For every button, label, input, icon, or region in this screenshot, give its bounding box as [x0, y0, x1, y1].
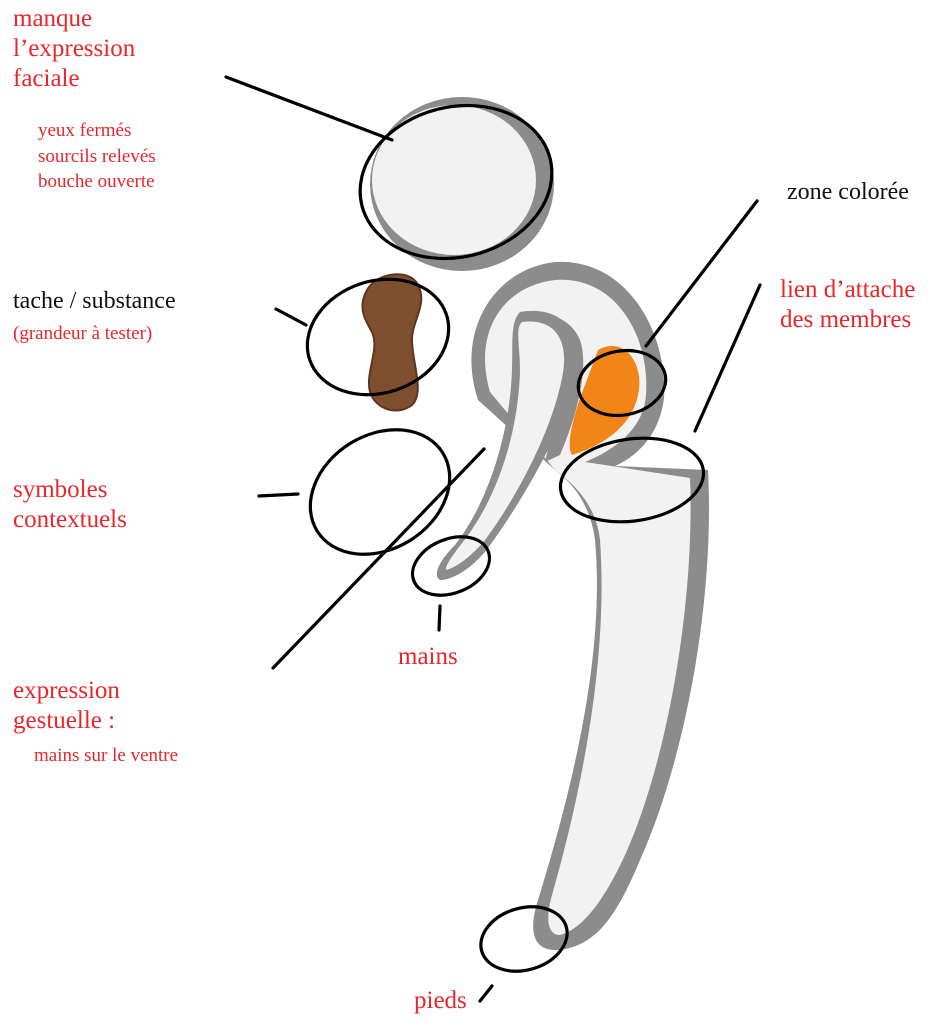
gesture-title: expression gestuelle :: [13, 676, 120, 736]
facial-expression-title: manque l’expression faciale: [13, 4, 135, 94]
gesture-title-line-1: expression: [13, 676, 120, 706]
feet-label: pieds: [414, 986, 467, 1016]
symbols-title-line-1: symboles: [13, 475, 127, 505]
symbols-marker-ellipse: [287, 404, 473, 579]
limb-link-title-line-2: des membres: [780, 305, 915, 335]
facial-title-line-1: manque: [13, 4, 135, 34]
limb-link-title-line-1: lien d’attache: [780, 275, 915, 305]
leader-line-symbols: [259, 494, 298, 496]
leader-line-stain: [276, 309, 306, 325]
facial-title-line-2: l’expression: [13, 34, 135, 64]
leader-line-hands: [439, 606, 440, 630]
symbols-title-line-2: contextuels: [13, 505, 127, 535]
facial-item-open-mouth: bouche ouverte: [38, 169, 156, 195]
facial-item-raised-eyebrows: sourcils relevés: [38, 144, 156, 170]
leader-line-feet: [480, 986, 492, 1001]
facial-title-line-3: faciale: [13, 64, 135, 94]
stain-title: tache / substance: [13, 287, 176, 316]
leader-line-limb-link: [695, 285, 760, 431]
stain-note: (grandeur à tester): [13, 323, 152, 346]
symbols-title: symboles contextuels: [13, 475, 127, 535]
facial-expression-items: yeux fermés sourcils relevés bouche ouve…: [38, 118, 156, 195]
gesture-title-line-2: gestuelle :: [13, 706, 120, 736]
leader-line-facial: [226, 77, 392, 140]
gesture-item: mains sur le ventre: [34, 745, 178, 768]
hands-label: mains: [398, 642, 458, 672]
facial-item-closed-eyes: yeux fermés: [38, 118, 156, 144]
leader-line-colored-zone: [646, 201, 757, 346]
colored-zone-label: zone colorée: [787, 178, 909, 207]
limb-link-title: lien d’attache des membres: [780, 275, 915, 335]
